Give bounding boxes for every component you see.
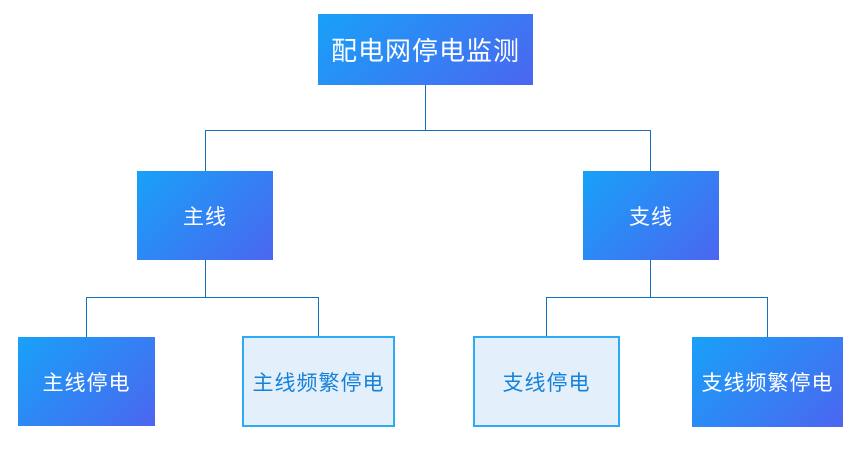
connector-main-frequent-drop: [318, 298, 319, 336]
connector-level1-horizontal: [205, 130, 651, 131]
connector-root-drop: [425, 85, 426, 131]
connector-branch-line-down: [650, 260, 651, 297]
connector-main-line-down: [205, 260, 206, 297]
connector-branch-line-drop: [650, 131, 651, 171]
node-branch-line-frequent-outage[interactable]: 支线频繁停电: [692, 337, 843, 427]
connector-branch-frequent-drop: [767, 298, 768, 337]
connector-main-outage-drop: [86, 298, 87, 337]
node-branch-line-outage[interactable]: 支线停电: [473, 336, 620, 427]
node-main-line-outage[interactable]: 主线停电: [18, 337, 155, 426]
connector-main-line-drop: [205, 131, 206, 171]
connector-branch-outage-drop: [546, 298, 547, 336]
node-root[interactable]: 配电网停电监测: [318, 14, 533, 85]
connector-main-children-horizontal: [86, 297, 319, 298]
node-main-line-frequent-outage[interactable]: 主线频繁停电: [242, 336, 395, 427]
node-branch-line[interactable]: 支线: [583, 171, 719, 260]
connector-branch-children-horizontal: [546, 297, 768, 298]
node-main-line[interactable]: 主线: [137, 171, 273, 260]
